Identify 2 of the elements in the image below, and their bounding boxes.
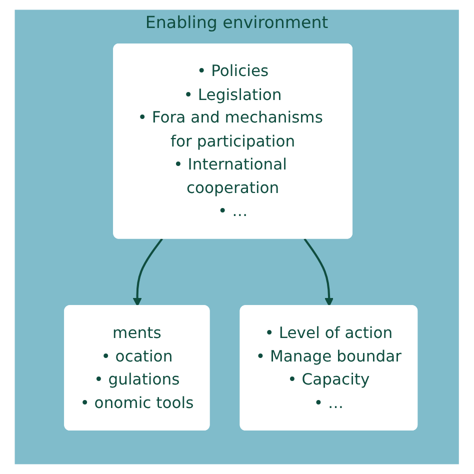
arrow bbox=[132, 238, 164, 307]
arrow bbox=[304, 238, 334, 307]
